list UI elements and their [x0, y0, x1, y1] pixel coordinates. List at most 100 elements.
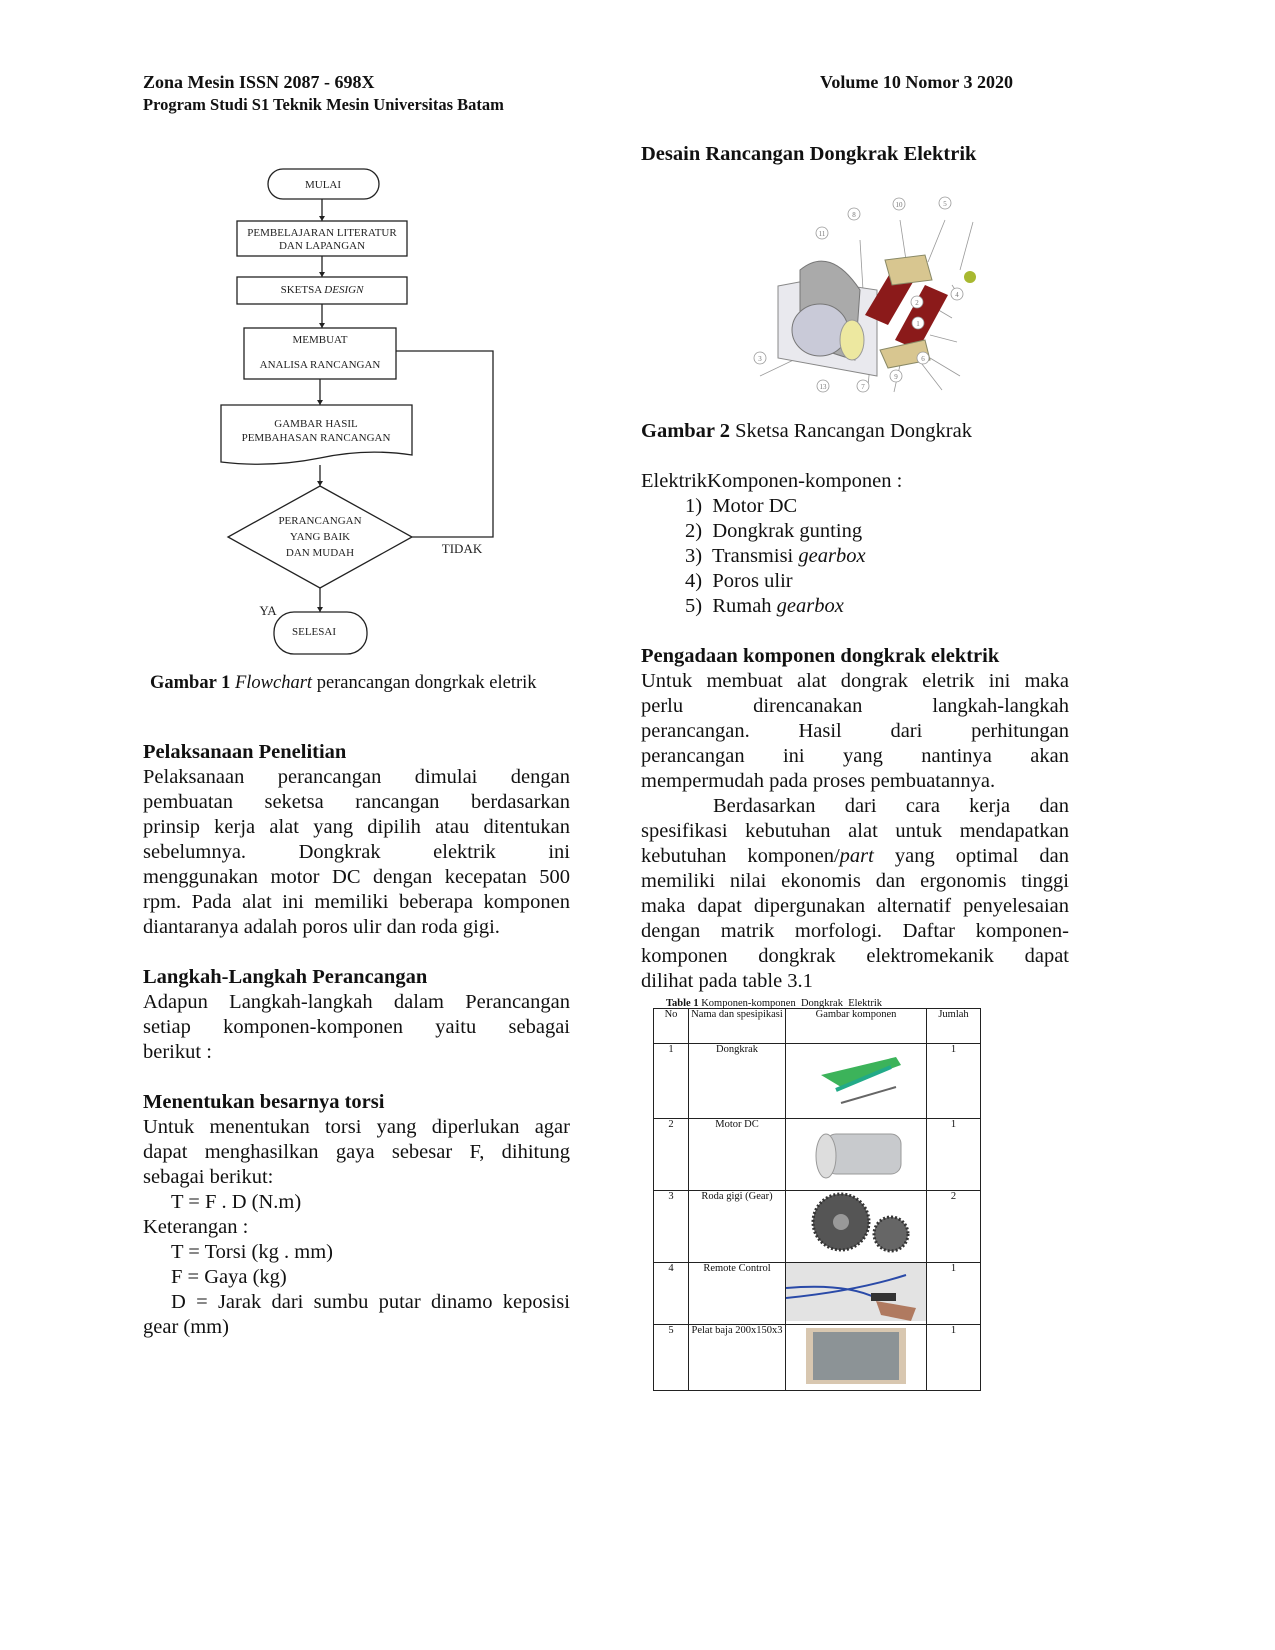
- list-item: 2) Dongkrak gunting: [685, 520, 863, 542]
- drawing-node: [220, 404, 413, 465]
- part-label: 8: [852, 211, 856, 219]
- jack-image: [785, 1043, 927, 1119]
- text-line: dapat menghasilkan gaya sebesar F, dihit…: [143, 1141, 570, 1163]
- text-line: pembuatan seketsa rancangan berdasarkan: [143, 791, 570, 813]
- text-line: perancangan ini yang nantinya akan: [641, 745, 1069, 767]
- part-label: 3: [758, 355, 762, 363]
- text-line: kebutuhan komponen/part yang optimal dan: [641, 845, 1069, 867]
- header-cell: Jumlah: [926, 1008, 981, 1044]
- cell-qty: 1: [926, 1043, 981, 1119]
- no-label: TIDAK: [442, 541, 483, 556]
- yes-label: YA: [259, 603, 277, 618]
- jack-design-drawing: 8 10 5 11 4 2 1 6 3 13 7 9: [753, 196, 976, 393]
- text-line: Adapun Langkah-langkah dalam Perancangan: [143, 991, 570, 1013]
- gear-image: [785, 1190, 927, 1263]
- table-caption: Table 1 Komponen-komponen Dongkrak Elekt…: [666, 998, 883, 1009]
- part-label: 6: [921, 355, 925, 363]
- table-header-row: No Nama dan spesipikasi Gambar komponen …: [653, 1008, 981, 1044]
- text-line: D = Jarak dari sumbu putar dinamo keposi…: [171, 1291, 570, 1313]
- list-item: 5) Rumah gearbox: [685, 595, 844, 617]
- cell-no: 1: [653, 1043, 689, 1119]
- part-label: 7: [861, 383, 865, 391]
- section-heading: Menentukan besarnya torsi: [143, 1091, 385, 1113]
- volume-info: Volume 10 Nomor 3 2020: [820, 72, 1013, 92]
- text-line: setiap komponen-komponen yaitu sebagai: [143, 1016, 570, 1038]
- table-row: 5 Pelat baja 200x150x3 1: [653, 1324, 981, 1391]
- text-line: maka dapat dipergunakan alternatif penye…: [641, 895, 1069, 917]
- components-table: No Nama dan spesipikasi Gambar komponen …: [653, 1008, 981, 1391]
- text-line: T = Torsi (kg . mm): [171, 1241, 333, 1263]
- text-line: dengan matrik morfologi. Daftar komponen…: [641, 920, 1069, 942]
- text-line: Berdasarkan dari cara kerja dan: [713, 795, 1069, 817]
- step1-label-2: DAN LAPANGAN: [279, 240, 365, 252]
- motor-image: [785, 1118, 927, 1191]
- cell-name: Pelat baja 200x150x3: [688, 1324, 786, 1391]
- cell-qty: 1: [926, 1262, 981, 1325]
- step4-label-2: PEMBAHASAN RANCANGAN: [242, 432, 391, 444]
- part-label: 9: [894, 373, 898, 381]
- cell-no: 3: [653, 1190, 689, 1263]
- flowchart: MULAI PEMBELAJARAN LITERATUR DAN LAPANGA…: [220, 168, 494, 655]
- text-line: Untuk membuat alat dongrak eletrik ini m…: [641, 670, 1069, 692]
- cell-name: Roda gigi (Gear): [688, 1190, 786, 1263]
- list-item: 1) Motor DC: [685, 495, 798, 517]
- section-heading: Desain Rancangan Dongkrak Elektrik: [641, 143, 977, 165]
- decision-label: PERANCANGAN: [278, 515, 361, 527]
- steel-plate-image: [785, 1324, 927, 1391]
- section-heading: Pelaksanaan Penelitian: [143, 741, 347, 763]
- right-column: Gambar 2 Sketsa Rancangan Dongkrak Elekt…: [641, 419, 1069, 994]
- step1-label: PEMBELAJARAN LITERATUR: [247, 227, 397, 239]
- left-column: Pelaksanaan Penelitian Pelaksanaan peran…: [143, 740, 570, 1340]
- header-cell: Gambar komponen: [785, 1008, 927, 1044]
- text-line: gear (mm): [143, 1316, 229, 1338]
- text-line: memiliki nilai ekonomis dan ergonomis ti…: [641, 870, 1069, 892]
- cell-no: 5: [653, 1324, 689, 1391]
- table-row: 1 Dongkrak 1: [653, 1043, 981, 1119]
- table-row: 4 Remote Control 1: [653, 1262, 981, 1325]
- components-list: 1) Motor DC 2) Dongkrak gunting 3) Trans…: [641, 494, 1069, 619]
- part-label: 11: [819, 230, 826, 238]
- cell-name: Remote Control: [688, 1262, 786, 1325]
- part-label: 1: [916, 320, 920, 328]
- text-line: sebagai berikut:: [143, 1166, 274, 1188]
- cell-qty: 1: [926, 1118, 981, 1191]
- text-line: dilihat pada table 3.1: [641, 970, 813, 992]
- start-node: [267, 168, 380, 200]
- decision-label-3: DAN MUDAH: [286, 547, 354, 559]
- header-cell: Nama dan spesipikasi: [688, 1008, 786, 1044]
- step4-label: GAMBAR HASIL: [274, 418, 358, 430]
- text-line: mempermudah pada proses pembuatannya.: [641, 770, 996, 792]
- program-name: Program Studi S1 Teknik Mesin Universita…: [143, 95, 504, 114]
- figure-2-caption: Gambar 2 Sketsa Rancangan Dongkrak: [641, 420, 972, 442]
- text-line: sebelumnya. Dongkrak elektrik ini: [143, 841, 570, 863]
- journal-name: Zona Mesin ISSN 2087 - 698X: [143, 72, 375, 92]
- list-item: 4) Poros ulir: [685, 570, 793, 592]
- section-heading: Pengadaan komponen dongkrak elektrik: [641, 645, 1000, 667]
- text-line: Pelaksanaan perancangan dimulai dengan: [143, 766, 570, 788]
- part-label: 5: [943, 200, 947, 208]
- part-label: 4: [955, 291, 959, 299]
- figure-1-caption: Gambar 1 Flowchart perancangan dongrkak …: [150, 673, 537, 693]
- list-item: 3) Transmisi gearbox: [685, 545, 866, 567]
- text-line: rpm. Pada alat ini memiliki beberapa kom…: [143, 891, 570, 913]
- step3-label: MEMBUAT: [292, 334, 347, 346]
- table-row: 3 Roda gigi (Gear) 2: [653, 1190, 981, 1263]
- part-label: 2: [915, 299, 919, 307]
- cell-no: 4: [653, 1262, 689, 1325]
- text-line: komponen dongkrak elektromekanik dapat: [641, 945, 1069, 967]
- text-line: prinsip kerja alat yang dipilih atau dit…: [143, 816, 570, 838]
- part-label: 10: [896, 201, 904, 209]
- remote-image: [785, 1262, 927, 1325]
- header-cell: No: [653, 1008, 689, 1044]
- formula: T = F . D (N.m): [171, 1191, 302, 1213]
- text-line: perlu direncanakan langkah-langkah: [641, 695, 1069, 717]
- table-row: 2 Motor DC 1: [653, 1118, 981, 1191]
- text-line: spesifikasi kebutuhan alat untuk mendapa…: [641, 820, 1069, 842]
- text-line: menggunakan motor DC dengan kecepatan 50…: [143, 866, 570, 888]
- cell-name: Motor DC: [688, 1118, 786, 1191]
- components-intro: ElektrikKomponen-komponen :: [641, 470, 903, 492]
- start-label: MULAI: [305, 179, 341, 191]
- text-line: diantaranya adalah poros ulir dan roda g…: [143, 916, 500, 938]
- cell-qty: 2: [926, 1190, 981, 1263]
